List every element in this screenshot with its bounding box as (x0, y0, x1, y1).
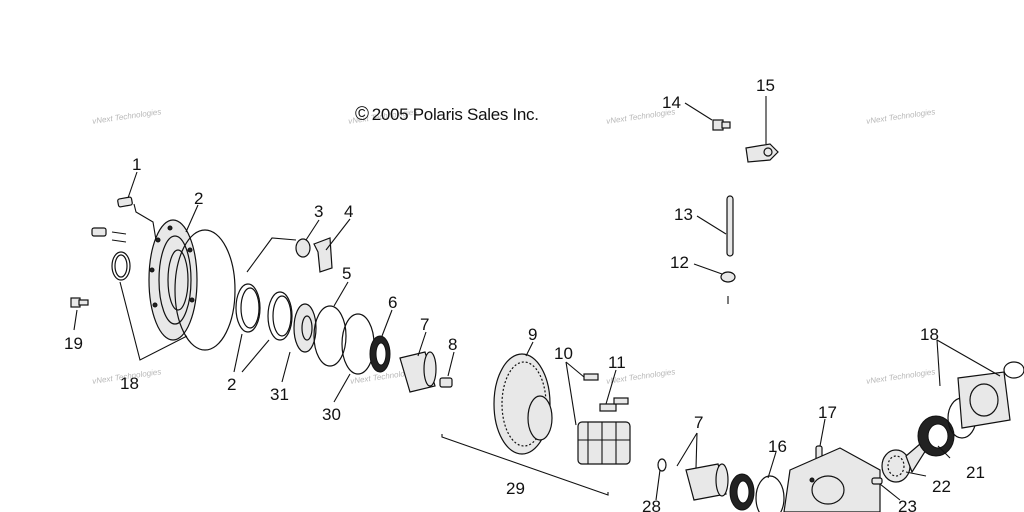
part-12-nut (720, 271, 736, 304)
callout-labels: 1 2 3 4 5 6 7 8 9 10 11 14 15 13 12 19 1… (64, 76, 985, 512)
part-9-ring-gear (493, 353, 553, 455)
callout-17: 17 (818, 403, 837, 422)
part-22-pinion-gear (881, 443, 927, 483)
part-8-pin (439, 377, 453, 388)
callout-18: 18 (120, 374, 139, 393)
part-13-shaft (726, 195, 734, 257)
leader-lines (73, 96, 1001, 501)
part-2-rings (235, 283, 293, 341)
callout-2: 2 (194, 189, 203, 208)
part-6-bearing (369, 335, 391, 373)
callout-23: 23 (898, 497, 917, 512)
part-7-sleeve-right (685, 463, 729, 501)
callout-4: 4 (344, 202, 353, 221)
part-18-bearing-cap (957, 361, 1024, 429)
part-o-ring-large (174, 229, 236, 351)
callout-12: 12 (670, 253, 689, 272)
part-31-washer (293, 303, 317, 353)
part-7-sleeve (399, 351, 437, 393)
callout-22: 22 (932, 477, 951, 496)
callout-8: 8 (448, 335, 457, 354)
part-3-bushing (295, 238, 311, 258)
copyright-notice: ©2005 Polaris Sales Inc. (355, 104, 539, 126)
part-21-bearing (917, 415, 955, 457)
copyright-text: 2005 Polaris Sales Inc. (371, 105, 539, 124)
callout-19: 19 (64, 334, 83, 353)
callout-11: 11 (608, 353, 626, 372)
part-28-washer (657, 458, 667, 472)
callout-21: 21 (966, 463, 985, 482)
part-carrier (577, 421, 631, 465)
part-15-clamp (745, 143, 779, 163)
callout-7b: 7 (694, 413, 703, 432)
part-1-pin (117, 196, 133, 208)
part-gear-case (783, 447, 881, 512)
callout-29: 29 (506, 479, 525, 498)
part-19-bolt (70, 297, 89, 308)
callout-10: 10 (554, 344, 573, 363)
part-14-bolt (712, 119, 731, 131)
part-4-bracket (313, 237, 333, 273)
callout-16: 16 (768, 437, 787, 456)
callout-5: 5 (342, 264, 351, 283)
part-10-pins (583, 373, 629, 412)
callout-1: 1 (132, 155, 141, 174)
callout-18b: 18 (920, 325, 939, 344)
callout-14: 14 (662, 93, 681, 112)
part-dowel-pins (91, 227, 127, 243)
callout-7: 7 (420, 315, 429, 334)
callout-30: 30 (322, 405, 341, 424)
callout-13: 13 (674, 205, 693, 224)
part-16-bearing (729, 473, 785, 512)
callout-9: 9 (528, 325, 537, 344)
callout-6: 6 (388, 293, 397, 312)
part-30-ring (341, 313, 375, 375)
callout-15: 15 (756, 76, 775, 95)
part-5-snap-ring (313, 305, 347, 367)
callout-2b: 2 (227, 375, 236, 394)
callout-3: 3 (314, 202, 323, 221)
part-23-pin (871, 477, 883, 485)
copyright-symbol: © (355, 104, 369, 125)
callout-31: 31 (270, 385, 289, 404)
part-29-group-bracket (441, 434, 609, 496)
part-18-seal (111, 251, 131, 281)
part-2-housing-cover (148, 219, 198, 341)
callout-28: 28 (642, 497, 661, 512)
